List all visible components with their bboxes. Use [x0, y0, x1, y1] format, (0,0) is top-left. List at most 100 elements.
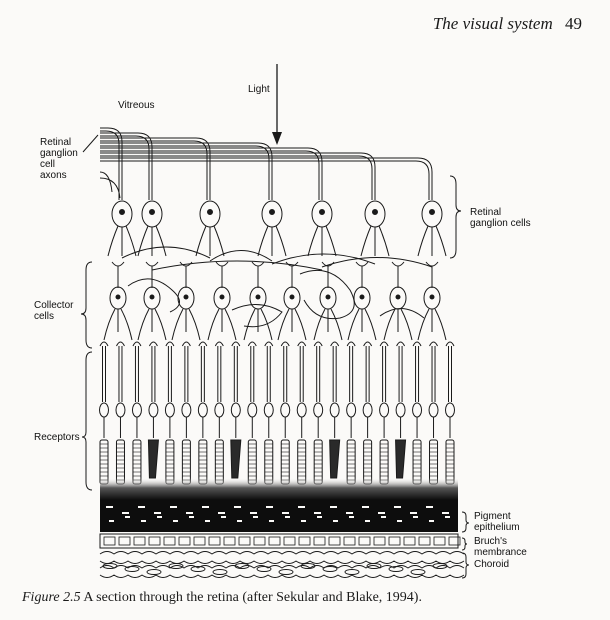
ganglion-dendrites	[108, 226, 136, 256]
receptor-nucleus	[347, 403, 356, 417]
collector-nucleus	[290, 295, 294, 299]
bruch-label-line-1: Bruch's	[474, 536, 527, 547]
axons-label-line-1: Retinal	[40, 137, 78, 148]
receptor-terminal	[380, 342, 388, 346]
epithelium-mark	[205, 520, 210, 522]
epithelium-mark	[362, 506, 369, 508]
receptor-terminal	[413, 342, 421, 346]
ganglion-dendrites	[258, 226, 286, 256]
epithelium-mark	[106, 506, 113, 508]
ganglion-connection	[122, 247, 210, 258]
epithelium-mark	[378, 512, 385, 514]
receptor-nucleus	[182, 403, 191, 417]
caption-text: A section through the retina (after Seku…	[83, 590, 422, 605]
collector-cell-layer	[104, 262, 446, 340]
epithelium-mark	[141, 520, 146, 522]
epithelium-mark	[301, 520, 306, 522]
choroid-layer	[100, 552, 464, 578]
rod-outer-segment	[380, 440, 388, 484]
ganglion-connection	[272, 254, 375, 264]
axon-fiber	[100, 153, 375, 200]
epithelium-mark	[122, 512, 129, 514]
ganglion-connection	[210, 251, 272, 262]
collector-nucleus	[184, 295, 188, 299]
receptor-nucleus	[132, 403, 141, 417]
epithelium-mark	[202, 506, 209, 508]
epithelium-mark	[221, 516, 226, 518]
rod-outer-segment	[199, 440, 207, 484]
collector-dendrites	[418, 309, 446, 340]
choroid-vessel	[323, 567, 337, 572]
rod-outer-segment	[182, 440, 190, 484]
receptors-bracket	[82, 352, 92, 490]
collector-nucleus	[326, 295, 330, 299]
ganglion-nucleus	[320, 210, 325, 215]
collector-dendrites	[172, 309, 200, 340]
epithelium-mark	[330, 506, 337, 508]
collector-dendrites	[244, 309, 272, 340]
cone-outer-segment	[330, 440, 340, 478]
ganglion-nucleus	[270, 210, 275, 215]
receptor-nucleus	[149, 403, 158, 417]
receptor-nucleus	[396, 403, 405, 417]
choroid-bracket	[462, 553, 469, 578]
bruchs-membrane-label: Bruch's membrance	[474, 536, 527, 558]
epithelium-mark	[317, 516, 322, 518]
epithelium-mark	[173, 520, 178, 522]
cone-outer-segment	[396, 440, 406, 478]
receptor-terminal	[331, 342, 339, 346]
synapse	[216, 262, 228, 266]
receptor-nucleus	[297, 403, 306, 417]
collector-label-line-1: Collector	[34, 300, 73, 311]
axons-label-line-2: ganglion	[40, 148, 78, 159]
ganglion-nucleus	[373, 210, 378, 215]
receptor-terminal	[430, 342, 438, 346]
choroid-vessel	[411, 570, 425, 575]
epithelium-mark	[314, 512, 321, 514]
vitreous-label: Vitreous	[118, 100, 155, 111]
epithelium-mark	[266, 506, 273, 508]
choroid-fiber	[100, 566, 464, 569]
choroid-fiber	[100, 575, 464, 578]
ganglion-cell-layer	[108, 201, 446, 270]
collector-nucleus	[256, 295, 260, 299]
receptor-terminal	[446, 342, 454, 346]
receptors-label: Receptors	[34, 432, 80, 443]
epithelium-mark	[349, 516, 354, 518]
receptor-terminal	[199, 342, 207, 346]
choroid-fiber	[100, 561, 464, 564]
epithelium-mark	[157, 516, 162, 518]
collector-dendrites	[208, 309, 236, 340]
epithelium-bracket	[462, 512, 469, 532]
rod-outer-segment	[215, 440, 223, 484]
rod-outer-segment	[265, 440, 273, 484]
epithelium-mark	[253, 516, 258, 518]
receptor-terminal	[248, 342, 256, 346]
receptor-nucleus	[231, 403, 240, 417]
epithelium-mark	[237, 520, 242, 522]
choroid-vessel	[147, 570, 161, 575]
epithelium-mark	[346, 512, 353, 514]
receptor-terminal	[232, 342, 240, 346]
epithelium-mark	[381, 516, 386, 518]
epithelium-mark	[186, 512, 193, 514]
receptor-terminal	[182, 342, 190, 346]
choroid-fiber	[100, 552, 464, 555]
ganglion-cells-label-line-1: Retinal	[470, 207, 531, 218]
axon-fiber	[100, 141, 207, 200]
receptor-nucleus	[314, 403, 323, 417]
ganglion-connection	[322, 258, 432, 268]
collector-dendrites	[384, 309, 412, 340]
ganglion-cells-label-line-2: ganglion cells	[470, 218, 531, 229]
ganglion-dendrites	[138, 226, 166, 256]
collector-dendrites	[278, 309, 306, 340]
ganglion-connection	[152, 261, 322, 270]
rod-outer-segment	[347, 440, 355, 484]
cone-outer-segment	[231, 440, 241, 478]
choroid-vessel	[191, 567, 205, 572]
epithelium-mark	[285, 516, 290, 518]
synapse	[146, 262, 158, 266]
ganglion-dendrites	[418, 226, 446, 256]
